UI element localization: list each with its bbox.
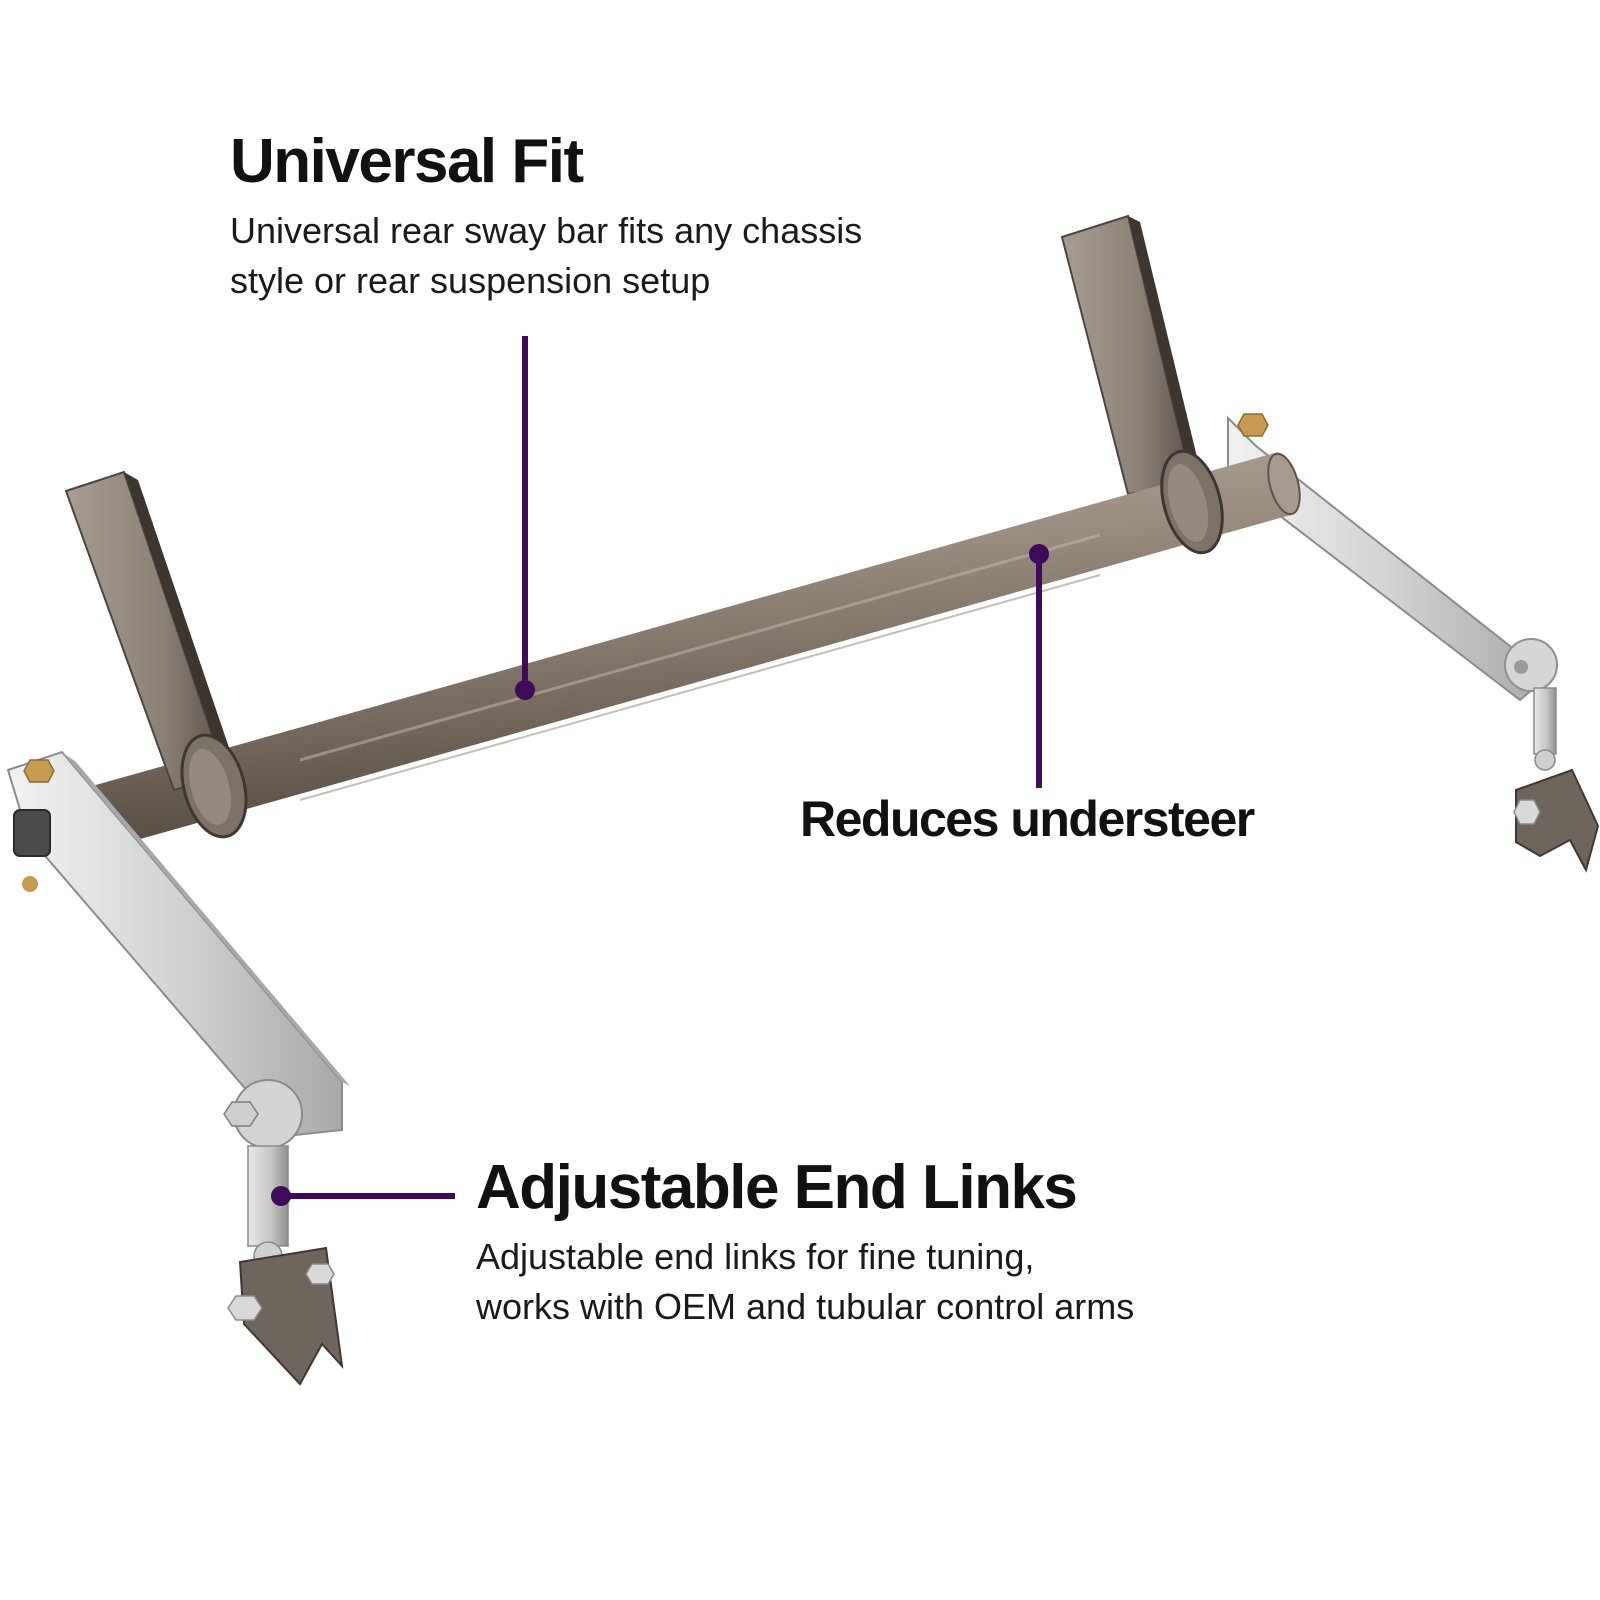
adjustable-end-links-description: Adjustable end links for fine tuning, wo… xyxy=(476,1232,1134,1332)
universal-fit-line-2: style or rear suspension setup xyxy=(230,260,711,301)
understeer-leader xyxy=(1029,544,1049,788)
universal-fit-line-1: Universal rear sway bar fits any chassis xyxy=(230,210,863,251)
end-links-leader xyxy=(271,1186,455,1206)
universal-fit-leader xyxy=(515,336,535,700)
left-lever-arm xyxy=(6,750,350,1138)
right-bushing xyxy=(1160,449,1224,555)
universal-fit-heading: Universal Fit xyxy=(230,127,584,196)
adjustable-end-links-heading: Adjustable End Links xyxy=(476,1153,1078,1222)
left-mounting-bracket xyxy=(64,470,248,839)
universal-fit-description: Universal rear sway bar fits any chassis… xyxy=(230,206,862,306)
reduces-understeer-heading: Reduces understeer xyxy=(800,791,1255,847)
end-links-line-2: works with OEM and tubular control arms xyxy=(476,1286,1135,1327)
right-end-link xyxy=(1513,687,1600,873)
end-links-line-1: Adjustable end links for fine tuning, xyxy=(476,1236,1035,1277)
left-end-link xyxy=(223,1079,344,1386)
